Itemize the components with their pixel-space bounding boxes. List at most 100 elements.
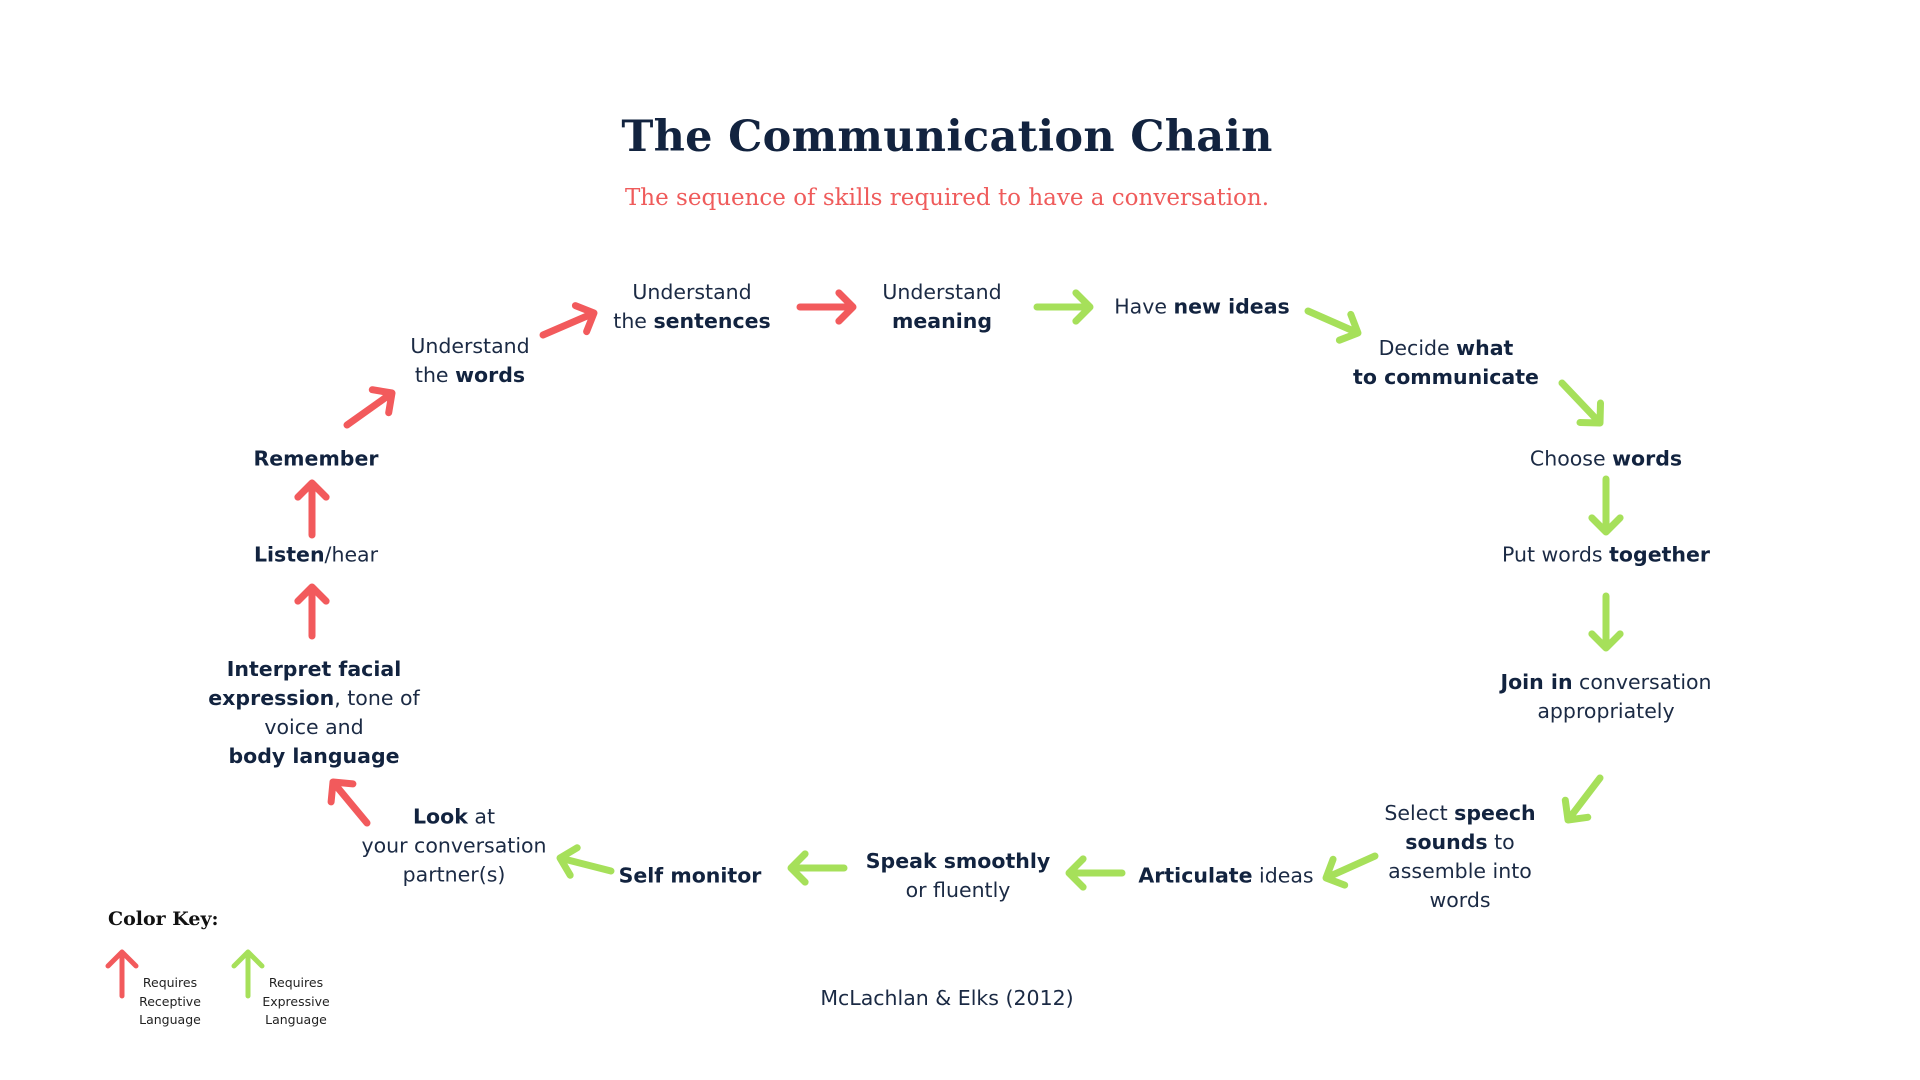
arrow-interpret-to-listen (294, 583, 330, 640)
node-line: words (1384, 886, 1535, 915)
node-text: words (1429, 888, 1491, 912)
node-text: Select (1384, 801, 1455, 825)
node-choose-words: Choose words (1530, 445, 1682, 474)
arrow-words-to-sentences (539, 302, 598, 339)
node-text: or fluently (905, 878, 1011, 902)
citation: McLachlan & Elks (2012) (820, 986, 1074, 1010)
node-understand-meaning: Understand meaning (882, 278, 1001, 336)
node-line: Self monitor (619, 862, 762, 891)
arrow-meaning-to-ideas (1033, 289, 1094, 325)
page-title: The Communication Chain (621, 112, 1273, 162)
node-text: the (613, 309, 654, 333)
node-text-bold: Remember (253, 446, 379, 471)
arrow-articulate-to-speak (1065, 855, 1126, 891)
node-text-bold: new ideas (1173, 294, 1290, 319)
node-articulate-ideas: Articulate ideas (1138, 862, 1313, 891)
node-text: partner(s) (402, 862, 506, 887)
node-line: Look at (361, 803, 546, 832)
arrow-select-to-articulate (1322, 852, 1379, 889)
node-line: assemble into (1384, 857, 1535, 886)
arrow-monitor-to-look (556, 844, 615, 879)
node-line: meaning (882, 307, 1001, 336)
node-text: assemble into (1388, 859, 1532, 883)
node-have-new-ideas: Have new ideas (1114, 293, 1289, 322)
node-text: at (467, 804, 495, 829)
node-text-bold: Speak smoothly (865, 849, 1051, 873)
node-line: Choose words (1530, 445, 1682, 474)
node-line: Interpret facial (208, 655, 419, 684)
arrow-remember-to-words (343, 386, 396, 429)
node-text: voice and (264, 715, 364, 739)
node-text-bold: speech (1454, 801, 1536, 825)
arrow-listen-to-remember (294, 479, 330, 539)
node-text: Have (1114, 294, 1174, 319)
node-put-words-together: Put words together (1502, 541, 1710, 570)
node-speak-smoothly: Speak smoothly or fluently (866, 847, 1050, 905)
node-line: Understand (613, 278, 770, 307)
node-line: sounds to (1384, 828, 1535, 857)
node-line: Decide what (1353, 334, 1539, 363)
node-line: the words (410, 361, 529, 390)
node-line: Speak smoothly (866, 847, 1050, 876)
node-text-bold: words (455, 363, 526, 387)
node-text-bold: sentences (653, 309, 771, 333)
node-text-bold: to communicate (1353, 365, 1539, 389)
arrow-choose-to-put (1588, 475, 1624, 536)
node-understand-sentences: Understand the sentences (613, 278, 770, 336)
node-line: Put words together (1502, 541, 1710, 570)
arrow-decide-to-choose (1558, 379, 1604, 427)
node-line: Listen/hear (254, 541, 378, 570)
node-text-bold: Listen (253, 542, 325, 567)
node-line: expression, tone of (208, 684, 419, 713)
node-text-bold: words (1612, 446, 1683, 471)
arrow-put-to-join (1588, 592, 1624, 652)
node-text: /hear (324, 542, 379, 567)
node-text: Choose (1529, 446, 1613, 471)
arrow-sentences-to-meaning (796, 289, 857, 325)
node-text-bold: what (1456, 336, 1514, 360)
arrow-look-to-interpret (327, 778, 371, 827)
node-line: your conversation (361, 832, 546, 861)
arrow-ideas-to-decide (1304, 307, 1362, 344)
node-listen-hear: Listen/hear (254, 541, 378, 570)
node-text: your conversation (361, 833, 547, 858)
node-text-bold: Articulate (1138, 863, 1253, 888)
node-text-bold: Join in (1500, 670, 1573, 694)
arrow-join-to-select (1561, 774, 1604, 824)
node-text: Understand (632, 280, 752, 304)
node-line: Understand (882, 278, 1001, 307)
node-text: , tone of (334, 686, 420, 710)
node-line: body language (208, 742, 419, 771)
node-text-bold: expression (208, 686, 335, 710)
node-text-bold: body language (228, 744, 400, 768)
node-text-bold: together (1609, 542, 1711, 567)
node-line: Remember (253, 445, 378, 474)
node-text: to (1487, 830, 1515, 854)
color-key-title: Color Key: (108, 908, 219, 930)
node-text-bold: Self monitor (618, 863, 762, 888)
node-text-bold: Interpret facial (226, 657, 402, 681)
node-text: appropriately (1537, 699, 1675, 723)
color-key-receptive-label: Requires Receptive Language (139, 975, 201, 1027)
node-text: Put words (1501, 542, 1610, 567)
node-text: ideas (1252, 863, 1314, 888)
node-line: Articulate ideas (1138, 862, 1313, 891)
node-line: voice and (208, 713, 419, 742)
node-line: Have new ideas (1114, 293, 1289, 322)
node-line: appropriately (1500, 697, 1711, 726)
node-line: Join in conversation (1500, 668, 1711, 697)
node-text: Understand (882, 280, 1002, 304)
node-line: to communicate (1353, 363, 1539, 392)
node-text-bold: Look (412, 804, 468, 829)
node-text: conversation (1572, 670, 1712, 694)
arrow-speak-to-monitor (787, 850, 848, 886)
node-line: the sentences (613, 307, 770, 336)
